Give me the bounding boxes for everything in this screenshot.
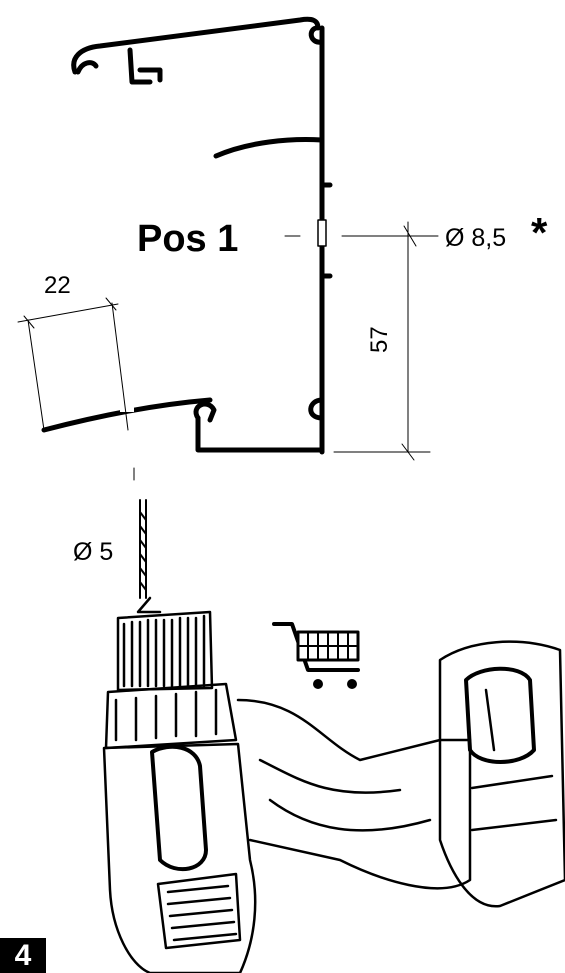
hole-marker: [317, 219, 327, 247]
note-asterisk: *: [531, 209, 548, 256]
drill-illustration: [102, 596, 565, 973]
drill-bit-diameter-label: Ø 5: [73, 538, 114, 566]
hole-diameter-label: Ø 8,5: [445, 224, 507, 252]
dimension-lines: [17, 221, 439, 481]
dimension-width-label: 22: [44, 272, 71, 299]
drill-bit: [139, 499, 147, 599]
dimension-height-label: 57: [366, 326, 393, 353]
page-number-badge: 4: [0, 938, 46, 973]
position-label: Pos 1: [137, 218, 239, 260]
shopping-cart-icon[interactable]: [272, 622, 360, 689]
